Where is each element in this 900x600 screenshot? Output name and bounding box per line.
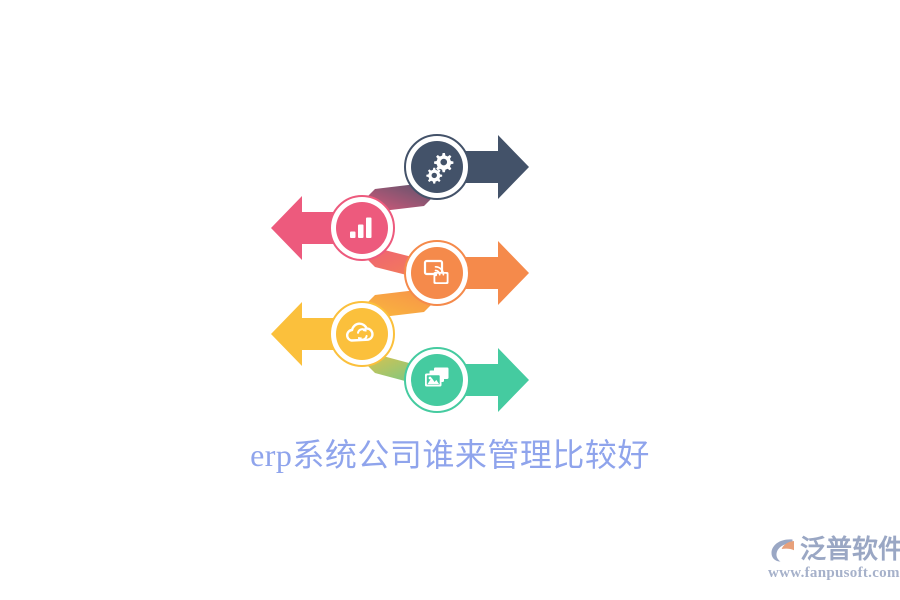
fanpu-logo-icon <box>771 539 794 562</box>
screen-cast-icon <box>423 259 449 284</box>
bar-chart-icon <box>350 217 372 238</box>
node-5-image-gallery[interactable] <box>404 347 470 413</box>
cloud-sync-icon <box>345 322 374 342</box>
node-1-gears[interactable] <box>404 134 470 200</box>
node-2-bar-chart[interactable] <box>329 195 395 261</box>
watermark-url: www.fanpusoft.com <box>768 565 900 581</box>
node-4-cloud-sync[interactable] <box>329 301 395 367</box>
node-3-screen-cast[interactable] <box>404 240 470 306</box>
page-caption: erp系统公司谁来管理比较好 <box>250 437 650 473</box>
watermark-brand-row: 泛普软件 <box>768 533 900 567</box>
watermark: 泛普软件 www.fanpusoft.com <box>768 533 900 591</box>
gears-icon <box>426 153 454 184</box>
image-gallery-icon <box>425 367 449 387</box>
watermark-brand-name: 泛普软件 <box>800 535 900 564</box>
five-arrow-infographic <box>245 118 545 418</box>
